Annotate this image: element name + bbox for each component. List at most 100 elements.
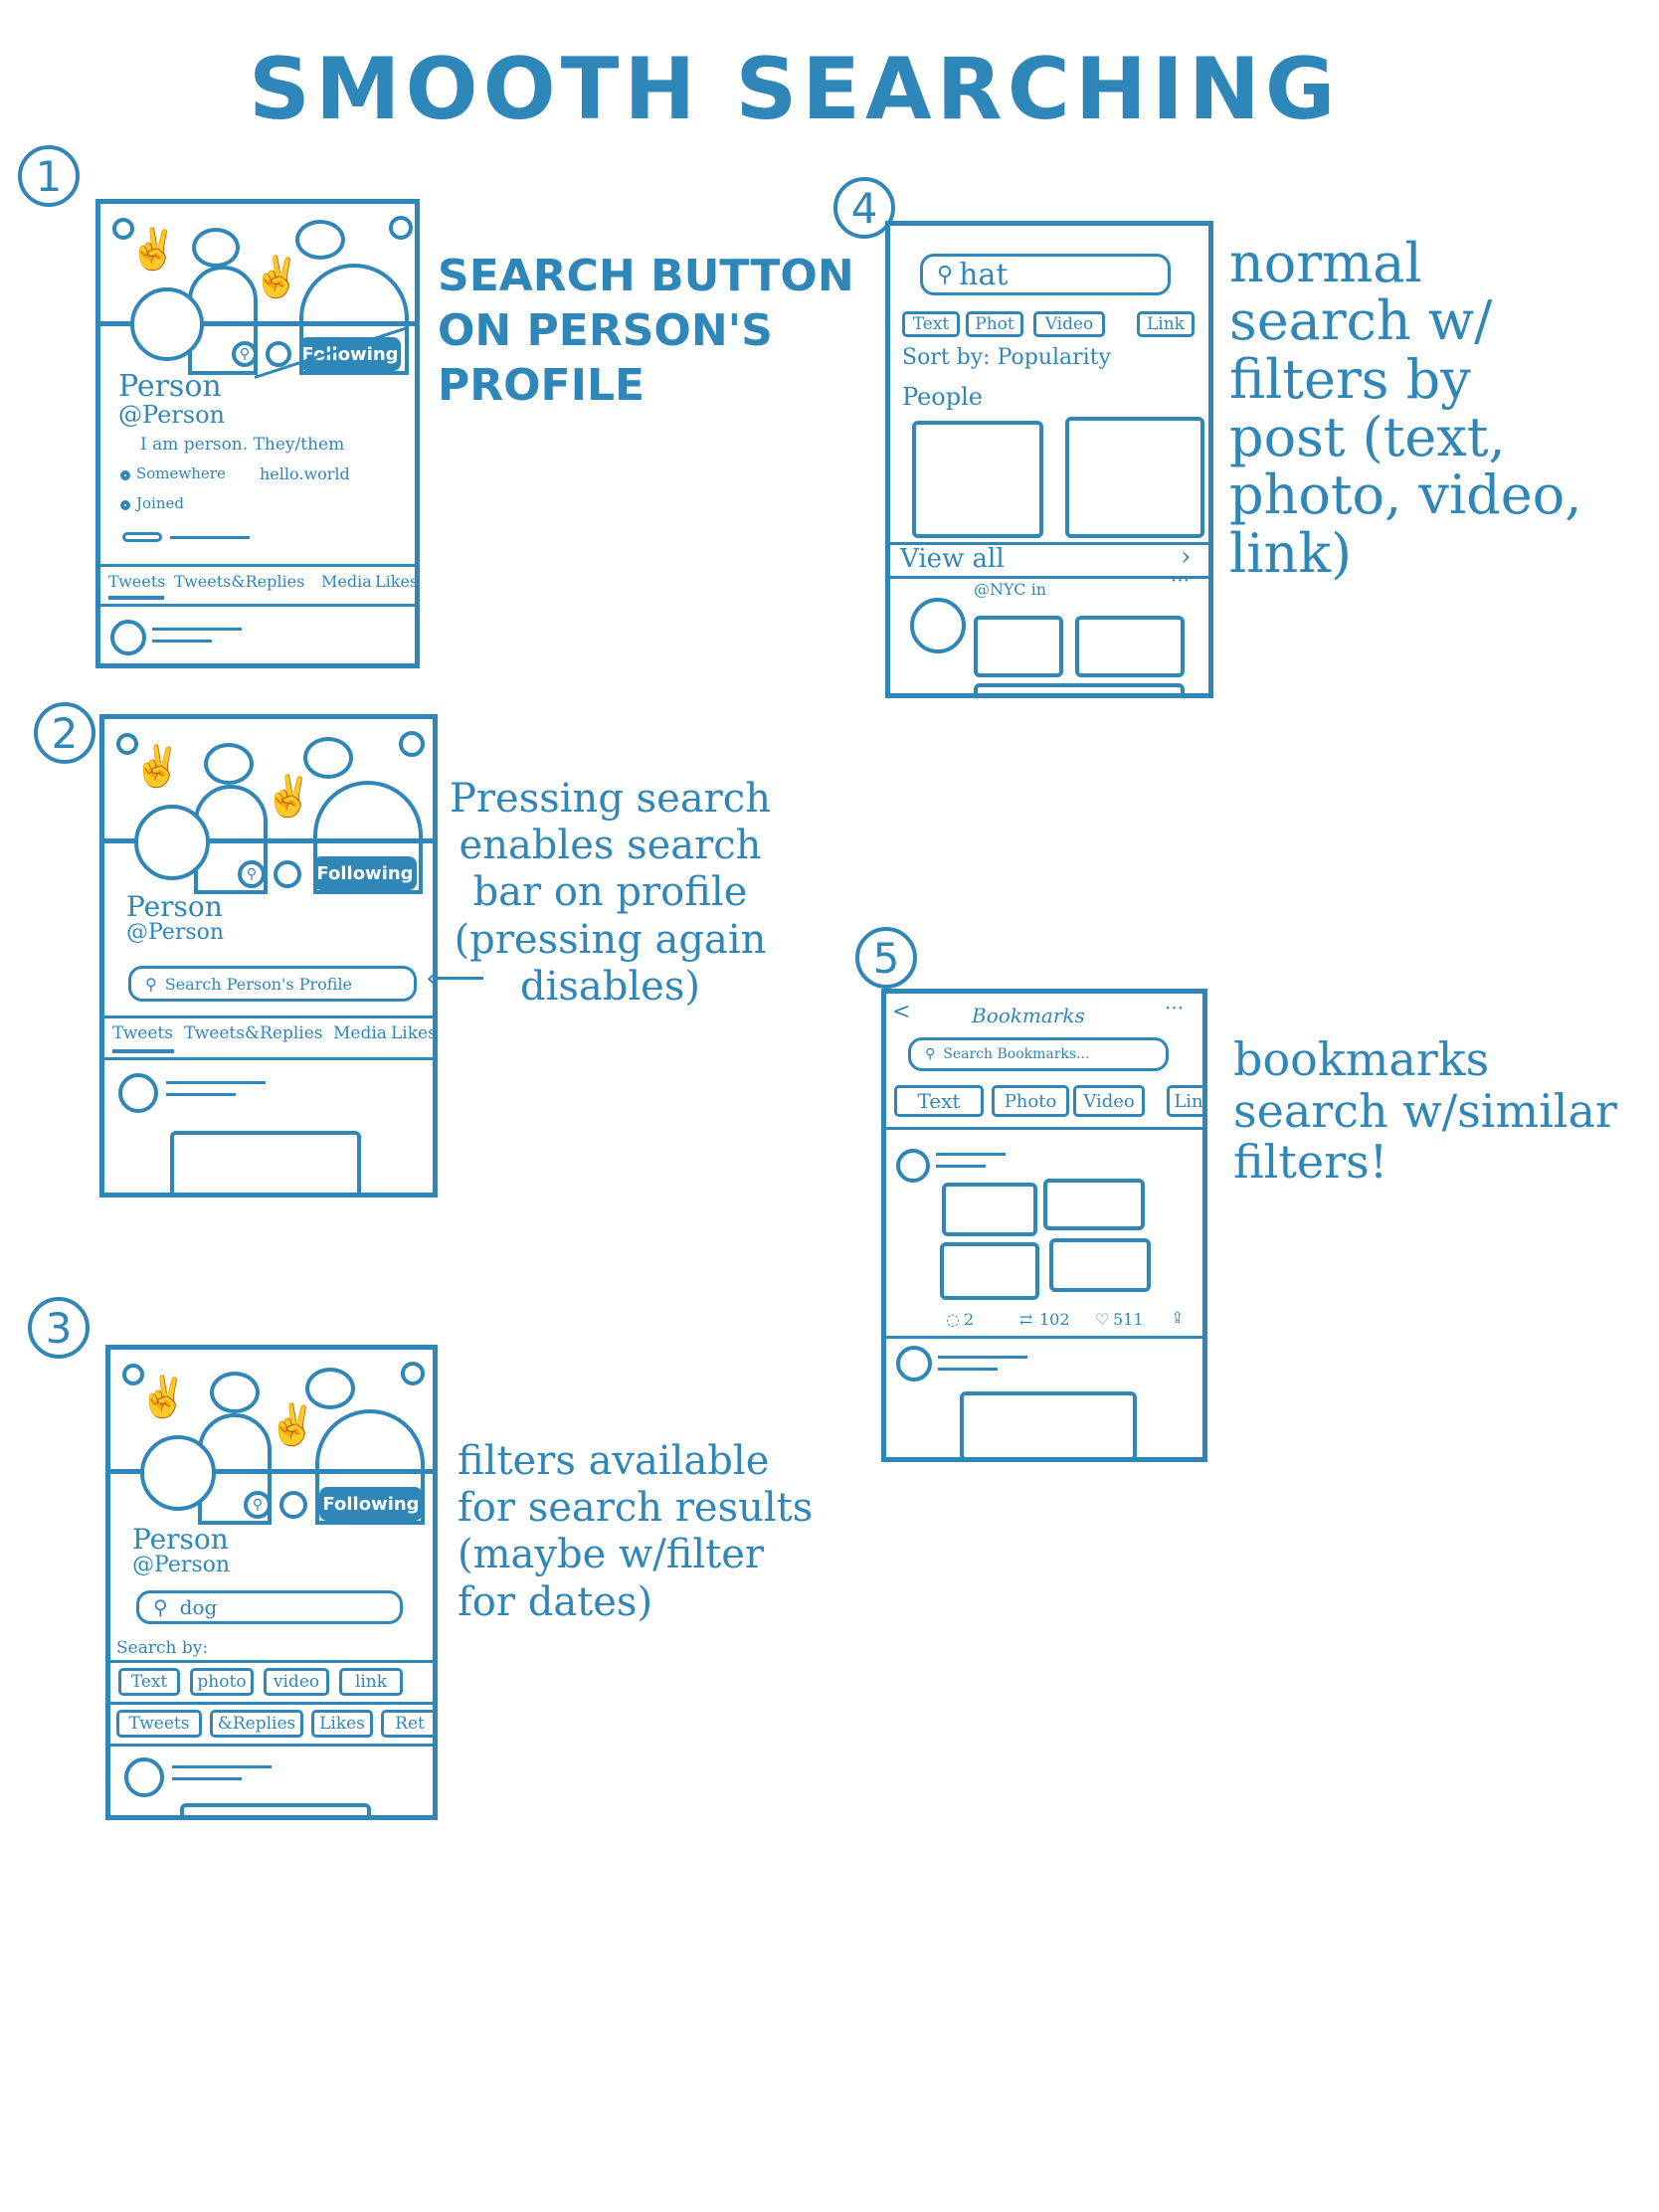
step-3-badge: 3 (28, 1297, 90, 1359)
page-title: SMOOTH SEARCHING (249, 40, 1341, 139)
profile-search-placeholder: Search Person's Profile (164, 974, 352, 994)
avatar[interactable] (140, 1435, 216, 1511)
section-divider (890, 542, 1208, 545)
notify-icon[interactable] (279, 1491, 307, 1519)
profile-link[interactable]: hello.world (260, 464, 350, 483)
profile-name: Person (132, 1523, 229, 1556)
profile-handle: @Person (132, 1553, 231, 1577)
tweet-text (152, 628, 242, 631)
heart-icon[interactable]: ♡ (1095, 1310, 1110, 1329)
search-icon[interactable]: ⚲ (244, 1491, 272, 1519)
bookmarks-search-placeholder: Search Bookmarks... (943, 1046, 1090, 1062)
filter-text[interactable]: Text (902, 311, 960, 337)
peace-sign-icon: ✌ (252, 255, 301, 300)
avatar[interactable] (130, 287, 204, 361)
note-2: Pressing search enables search bar on pr… (450, 776, 771, 1010)
peace-sign-icon: ✌ (138, 1375, 188, 1420)
profile-handle: @Person (118, 401, 225, 429)
filter-video[interactable]: video (264, 1668, 329, 1696)
search-icon: ⚲ (937, 262, 954, 287)
profile-name: Person (126, 890, 223, 923)
tabs-divider (104, 1057, 433, 1060)
tab-likes[interactable]: Likes (375, 572, 419, 591)
more-icon[interactable]: ··· (1171, 568, 1191, 592)
filter-link[interactable]: Link (1137, 311, 1195, 337)
tweet-avatar (124, 1757, 164, 1797)
view-all-link[interactable]: View all (900, 544, 1005, 574)
more-icon (399, 731, 425, 757)
filter-text[interactable]: Text (894, 1085, 984, 1117)
tab-tweets[interactable]: Tweets (116, 1710, 202, 1738)
header-blob (295, 220, 345, 260)
more-icon (401, 1362, 425, 1385)
tweet-text (936, 1165, 986, 1168)
tab-tweets[interactable]: Tweets (112, 1023, 173, 1043)
following-button[interactable]: Following (319, 1487, 423, 1521)
search-by-label: Search by: (116, 1638, 209, 1658)
tab-tweets-replies[interactable]: Tweets&Replies (184, 1023, 323, 1043)
tweet-media (1075, 616, 1185, 677)
main-search-query: hat (959, 257, 1009, 292)
search-icon[interactable]: ⚲ (232, 341, 258, 367)
section-divider (886, 1336, 1202, 1339)
back-icon[interactable]: < (892, 1000, 911, 1024)
tab-likes[interactable]: Likes (311, 1710, 373, 1738)
note-4: normal search w/ filters by post (text, … (1229, 232, 1582, 585)
bookmarks-search-input[interactable]: ⚲ Search Bookmarks... (908, 1037, 1169, 1071)
retweet-icon[interactable]: ⇄ (1019, 1310, 1033, 1329)
search-icon: ⚲ (153, 1595, 168, 1619)
notify-icon[interactable] (266, 341, 291, 367)
profile-search-input[interactable]: ⚲ Search Person's Profile (128, 966, 417, 1002)
tweet-text (172, 1777, 242, 1780)
tab-retweets[interactable]: Ret (381, 1710, 433, 1738)
profile-handle: @Person (126, 920, 225, 945)
tabs-divider (104, 1015, 433, 1018)
profile-search-input[interactable]: ⚲ dog (136, 1590, 403, 1624)
person-card[interactable] (912, 421, 1043, 538)
search-icon[interactable]: ⚲ (238, 860, 266, 888)
tab-media[interactable]: Media (333, 1023, 387, 1043)
search-icon: ⚲ (145, 974, 157, 994)
arrowhead-icon: ‹ (426, 961, 438, 996)
sketch-4-search-results: ⚲ hat Text Phot Video Link Sort by: Popu… (885, 221, 1213, 698)
tabs-divider (110, 1744, 433, 1747)
filter-photo[interactable]: photo (190, 1668, 254, 1696)
tweet-avatar (118, 1073, 158, 1113)
tab-likes[interactable]: Likes (391, 1023, 437, 1043)
filter-photo[interactable]: Phot (966, 311, 1023, 337)
chevron-right-icon[interactable]: › (1181, 542, 1192, 572)
main-search-input[interactable]: ⚲ hat (920, 254, 1171, 295)
filter-link[interactable]: link (339, 1668, 403, 1696)
filter-photo[interactable]: Photo (992, 1085, 1069, 1117)
filter-video[interactable]: Video (1073, 1085, 1145, 1117)
share-icon[interactable]: ⇪ (1171, 1308, 1185, 1327)
tab-tweets-replies[interactable]: Tweets&Replies (174, 572, 305, 591)
avatar[interactable] (134, 805, 210, 880)
tabs-divider (110, 1702, 433, 1705)
tab-media[interactable]: Media (321, 572, 372, 591)
header-divider (110, 1469, 433, 1474)
filter-video[interactable]: Video (1033, 311, 1105, 337)
retweet-count: 102 (1039, 1310, 1070, 1329)
tweet-handle: @NYC in (974, 580, 1047, 599)
filter-link[interactable]: Lin (1167, 1085, 1202, 1117)
following-button[interactable]: Following (313, 856, 417, 890)
tweet-text (172, 1765, 272, 1768)
counts-text (170, 536, 250, 539)
following-button[interactable]: Following (299, 337, 401, 371)
more-icon[interactable]: ··· (1165, 996, 1185, 1019)
note-5: bookmarks search w/similar filters! (1233, 1032, 1617, 1190)
notify-icon[interactable] (274, 860, 301, 888)
filter-text[interactable]: Text (118, 1668, 180, 1696)
sort-by-label[interactable]: Sort by: Popularity (902, 345, 1111, 370)
header-figure (313, 781, 423, 894)
tab-replies[interactable]: &Replies (210, 1710, 303, 1738)
section-divider (886, 1127, 1202, 1130)
tabs-divider (100, 564, 415, 567)
peace-sign-icon: ✌ (132, 744, 182, 790)
tweet-media (942, 1183, 1037, 1236)
tab-tweets[interactable]: Tweets (108, 572, 166, 591)
person-card[interactable] (1065, 417, 1204, 538)
reply-icon[interactable]: ◌ (946, 1310, 960, 1329)
tweet-text (936, 1153, 1006, 1156)
